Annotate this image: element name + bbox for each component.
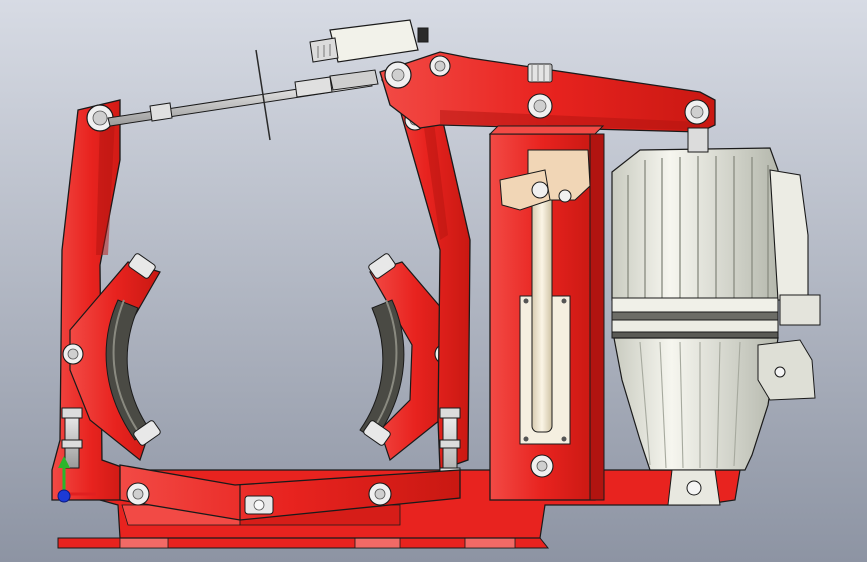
motor-cooling-fins	[627, 156, 769, 298]
bottom-link-bar[interactable]	[119, 464, 461, 521]
thruster-motor[interactable]	[611, 127, 821, 506]
top-lever-arm[interactable]	[379, 51, 716, 133]
push-rod[interactable]	[531, 179, 553, 433]
pull-rod[interactable]	[107, 49, 379, 141]
motor-terminal-box[interactable]	[769, 169, 809, 301]
coordinate-triad-icon	[57, 456, 96, 503]
release-bracket[interactable]	[499, 149, 591, 211]
left-adjusting-bolt[interactable]	[61, 407, 83, 469]
limit-switch[interactable]	[309, 19, 429, 63]
spring-indicator-wire	[255, 49, 271, 141]
left-brake-shoe[interactable]	[62, 253, 161, 462]
lever-spring-nut[interactable]	[527, 63, 553, 83]
